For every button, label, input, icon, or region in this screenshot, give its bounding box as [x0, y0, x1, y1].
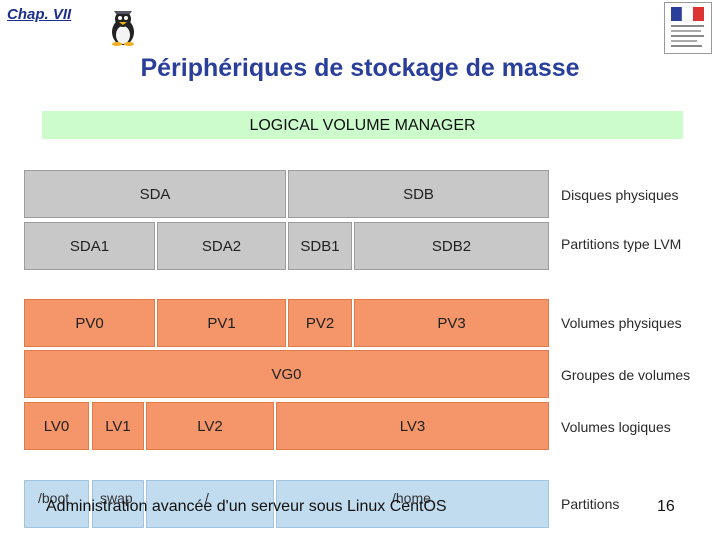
lv-3: LV3: [276, 402, 549, 450]
mount-boot: /boot: [38, 490, 70, 506]
pv-3: PV3: [354, 299, 549, 347]
label-partitions-lvm: Partitions type LVM: [561, 236, 682, 252]
lv-0: LV0: [24, 402, 89, 450]
partition-sda2: SDA2: [157, 222, 286, 270]
mount-home: /home: [392, 490, 431, 506]
page-title: Périphériques de stockage de masse: [140, 54, 580, 82]
lv-1: LV1: [92, 402, 144, 450]
footer-text: Administration avancée d'un serveur sous…: [46, 498, 447, 515]
mount-area-boot: [24, 480, 89, 528]
lv-2: LV2: [146, 402, 274, 450]
label-volumes-logiques: Volumes logiques: [561, 419, 671, 435]
mount-swap: swap: [100, 490, 133, 506]
partition-sdb2: SDB2: [354, 222, 549, 270]
disk-sdb: SDB: [288, 170, 549, 218]
republique-francaise-logo: [664, 2, 712, 54]
mount-area-root: [146, 480, 274, 528]
partition-sda1: SDA1: [24, 222, 155, 270]
volume-group-vg0: VG0: [24, 350, 549, 398]
mount-area-swap: [92, 480, 144, 528]
mount-area-home: [276, 480, 549, 528]
mount-root: /: [205, 490, 209, 506]
label-disques-physiques: Disques physiques: [561, 187, 679, 203]
pv-2: PV2: [288, 299, 352, 347]
lvm-banner: LOGICAL VOLUME MANAGER: [42, 111, 683, 139]
partition-sdb1: SDB1: [288, 222, 352, 270]
chapter-label: Chap. VII: [7, 6, 72, 23]
pv-1: PV1: [157, 299, 286, 347]
flag-icon: [671, 6, 704, 47]
label-volumes-physiques: Volumes physiques: [561, 315, 682, 331]
pv-0: PV0: [24, 299, 155, 347]
page-number: 16: [657, 498, 675, 515]
disk-sda: SDA: [24, 170, 286, 218]
label-partitions: Partitions: [561, 496, 620, 512]
tux-penguin-icon: [112, 11, 134, 46]
label-groupes-volumes: Groupes de volumes: [561, 367, 691, 383]
